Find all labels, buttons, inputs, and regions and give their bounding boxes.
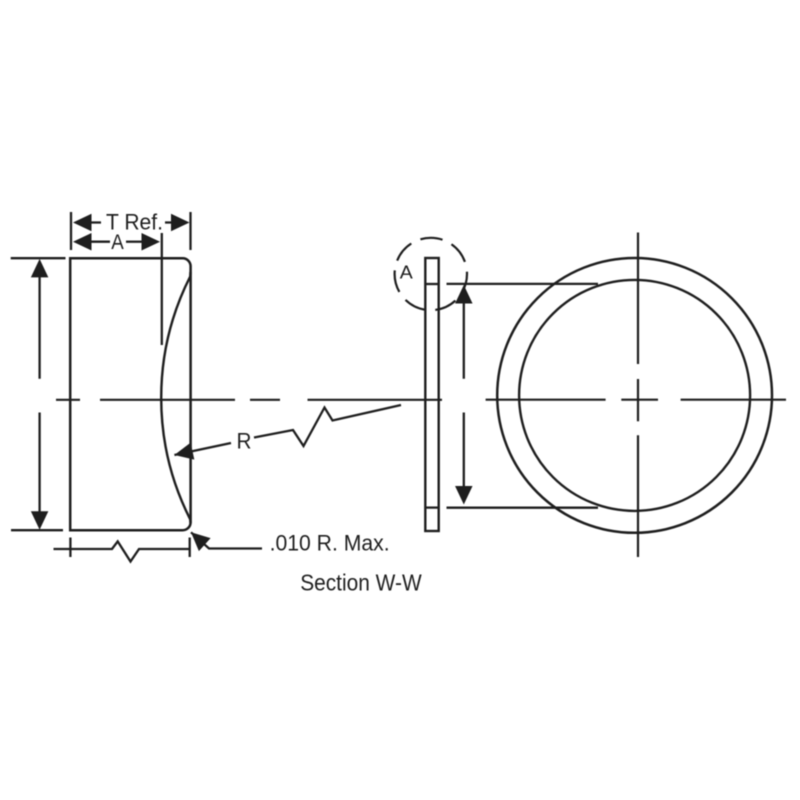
svg-text:A: A xyxy=(111,231,124,254)
svg-text:Section W-W: Section W-W xyxy=(300,570,422,596)
svg-text:A: A xyxy=(400,262,414,283)
svg-text:T Ref.: T Ref. xyxy=(106,210,163,235)
svg-text:.010 R. Max.: .010 R. Max. xyxy=(270,530,390,555)
svg-text:R: R xyxy=(237,429,252,454)
